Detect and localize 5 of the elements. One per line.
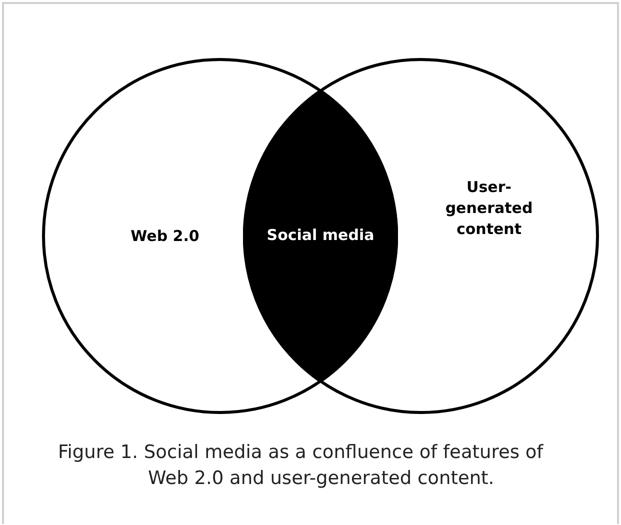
venn-circle: [243, 58, 599, 414]
node-label: User-generated content: [444, 177, 534, 240]
node-label: Web 2.0: [130, 226, 200, 247]
figure-caption: Figure 1. Social media as a confluence of features of Web 2.0 and user-generated content.: [58, 441, 544, 491]
node-label: Social media: [266, 225, 376, 246]
